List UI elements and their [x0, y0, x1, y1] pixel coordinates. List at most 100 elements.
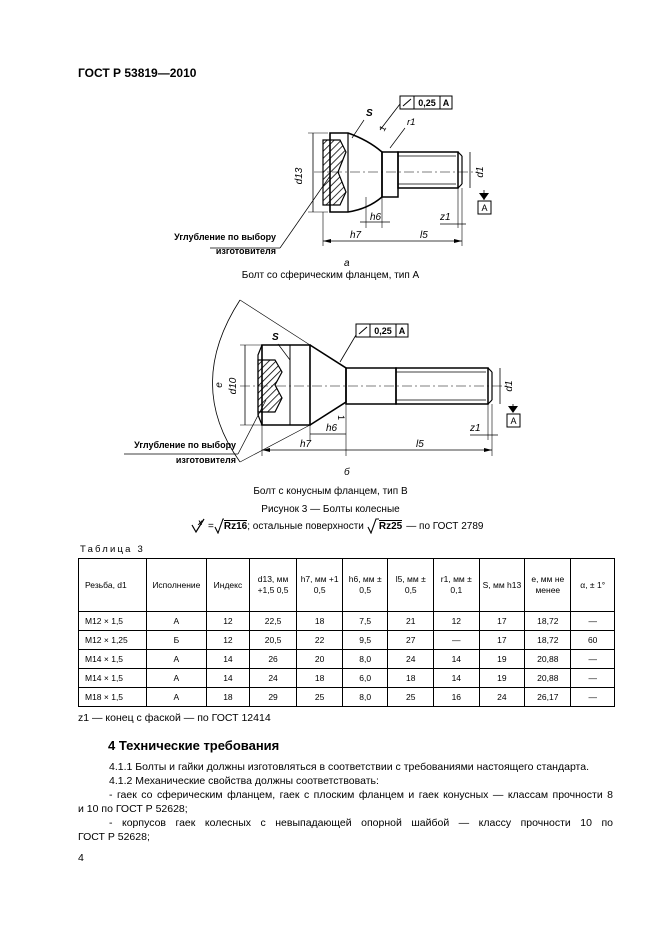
datum-a-box-a: A [481, 203, 487, 213]
footnote-z1: z1 — конец с фаской — по ГОСТ 12414 [78, 712, 271, 724]
svg-text:r1: r1 [407, 117, 415, 128]
svg-text:Углубление по выбору: Углубление по выбору [174, 232, 276, 242]
table-cell: 20,88 [524, 668, 572, 688]
table-cell: 12 [433, 611, 480, 631]
table-cell: 21 [387, 611, 435, 631]
table-cell: 8,0 [341, 649, 389, 669]
label-d1-b: d1 [504, 380, 515, 391]
rz16: Rz16 [223, 520, 248, 532]
col-header: h6, мм ± 0,5 [341, 558, 389, 612]
svg-text:Углубление по выбору: Углубление по выбору [134, 440, 236, 450]
root-icon-2 [367, 518, 379, 534]
figure-b-drawing: e d10 d1 A 0,25 A S 1 h6 h7 l5 z1 Углубл… [124, 299, 521, 478]
document-header: ГОСТ Р 53819—2010 [78, 66, 197, 80]
label-d10-b: d10 [228, 377, 239, 394]
table-cell: M14 × 1,5 [78, 668, 147, 688]
table-cell: M12 × 1,25 [78, 630, 147, 650]
col-header: Резьба, d1 [78, 558, 147, 612]
table-cell: 20,5 [248, 630, 298, 650]
svg-text:0,25: 0,25 [374, 326, 392, 336]
table-cell: 14 [433, 668, 480, 688]
table-cell: 26 [248, 649, 298, 669]
svg-text:0,25: 0,25 [418, 98, 436, 108]
col-header: S, мм h13 [478, 558, 526, 612]
svg-text:z1: z1 [439, 212, 451, 223]
table-cell: 29 [248, 687, 298, 707]
svg-text:l5: l5 [420, 230, 428, 241]
label-s-b: S [272, 332, 279, 343]
svg-text:A: A [481, 203, 487, 213]
svg-text:h7: h7 [350, 230, 362, 241]
paragraph-bodies-line1: - корпусов гаек колесных с невыпадающей … [109, 817, 613, 829]
rz25: Rz25 [378, 520, 403, 532]
note-line1-b: Углубление по выбору [134, 440, 236, 450]
table-cell: 9,5 [341, 630, 389, 650]
table-cell: 14 [206, 649, 250, 669]
col-header: h7, мм +1 0,5 [296, 558, 343, 612]
roughness-mid: ; остальные поверхности [247, 520, 364, 532]
col-header: l5, мм ± 0,5 [387, 558, 435, 612]
note-line2-a: изготовителя [216, 246, 276, 256]
root-icon-1 [214, 518, 224, 534]
paragraph-4-1-1: 4.1.1 Болты и гайки должны изготовляться… [109, 761, 589, 773]
col-header: Исполнение [145, 558, 208, 612]
paragraph-4-1-2: 4.1.2 Механические свойства должны соотв… [109, 775, 379, 787]
col-header: Индекс [206, 558, 250, 612]
svg-text:A: A [399, 326, 406, 336]
svg-text:S: S [272, 332, 279, 343]
svg-text:1: 1 [336, 415, 346, 420]
table-cell: 12 [206, 630, 250, 650]
tolerance-datum-b: A [399, 326, 406, 336]
svg-text:1: 1 [377, 124, 388, 133]
roughness-tail: — по ГОСТ 2789 [406, 520, 484, 532]
label-l5-b: l5 [416, 439, 424, 450]
svg-text:l5: l5 [416, 439, 424, 450]
roughness-note: x = Rz16 ; остальные поверхности Rz25 — … [190, 518, 483, 534]
table-cell: — [570, 668, 615, 688]
label-one-a: 1 [377, 124, 388, 133]
svg-text:изготовителя: изготовителя [216, 246, 276, 256]
table-cell: 18,72 [524, 611, 572, 631]
table-cell: 18 [296, 668, 343, 688]
table-cell: 19 [478, 649, 526, 669]
table-cell: 18,72 [524, 630, 572, 650]
table-cell: 20,88 [524, 649, 572, 669]
table-header-row: Резьба, d1 Исполнение Индекс d13, мм +1,… [78, 558, 615, 612]
page-number: 4 [78, 852, 84, 864]
table-cell: 25 [387, 687, 435, 707]
table-cell: 20 [296, 649, 343, 669]
col-header: e, мм не менее [524, 558, 572, 612]
datum-a-box-b: A [510, 416, 516, 426]
table-cell: — [570, 649, 615, 669]
label-h7-b: h7 [300, 439, 312, 450]
paragraph-bodies-line2: ГОСТ Р 52628; [78, 831, 150, 843]
svg-text:d1: d1 [475, 166, 486, 177]
tolerance-value-a: 0,25 [418, 98, 436, 108]
svg-text:изготовителя: изготовителя [176, 455, 236, 465]
svg-text:A: A [510, 416, 516, 426]
label-h6-b: h6 [326, 423, 338, 434]
figure-a-caption: Болт со сферическим фланцем, тип А [241, 270, 420, 281]
svg-text:d13: d13 [294, 167, 305, 184]
table-cell: 25 [296, 687, 343, 707]
table-cell: 24 [387, 649, 435, 669]
table-cell: — [570, 611, 615, 631]
label-h7-a: h7 [350, 230, 362, 241]
table-cell: 22,5 [248, 611, 298, 631]
table-cell: 26,17 [524, 687, 572, 707]
table-cell: M14 × 1,5 [78, 649, 147, 669]
paragraph-nuts-line1: - гаек со сферическим фланцем, гаек с пл… [109, 789, 613, 801]
figure-b-letter: б [344, 466, 350, 478]
figure-b-caption: Болт с конусным фланцем, тип В [253, 486, 408, 497]
svg-text:A: A [443, 98, 450, 108]
svg-text:d10: d10 [228, 377, 239, 394]
label-r1-a: r1 [407, 117, 415, 128]
table-cell: 6,0 [341, 668, 389, 688]
table-cell: M18 × 1,5 [78, 687, 147, 707]
label-e-b: e [214, 382, 225, 388]
